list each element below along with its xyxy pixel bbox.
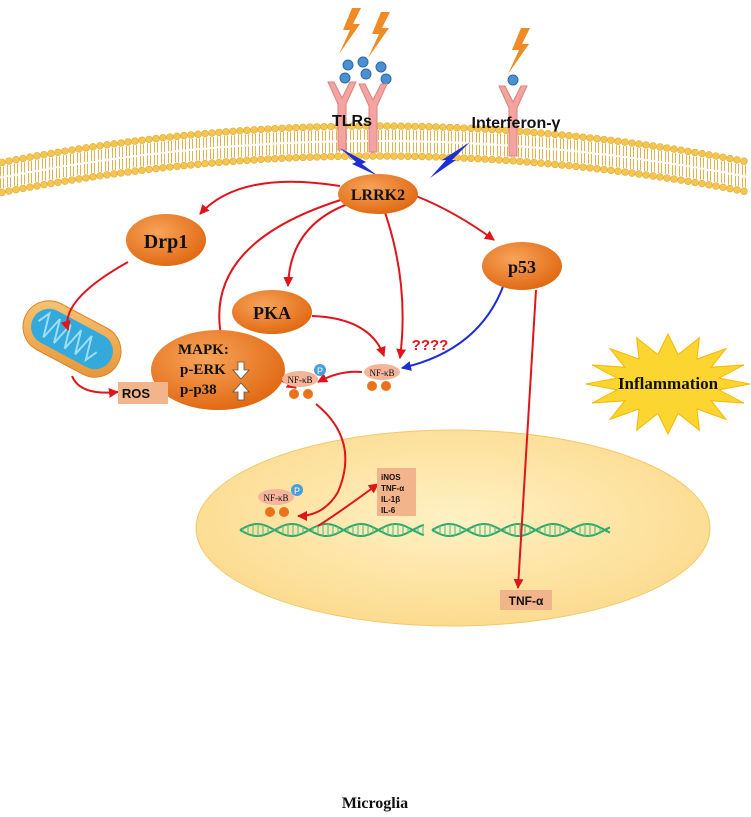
mapk-title: MAPK:: [178, 342, 229, 358]
lrrk2-label: LRRK2: [351, 187, 405, 204]
tlrs-label: TLRs: [332, 113, 372, 130]
ros-label: ROS: [122, 386, 151, 401]
tlr-receptor-icon: [327, 81, 388, 153]
mapk-erk-label: p-ERK: [180, 362, 226, 378]
p53-node: p53: [482, 242, 562, 290]
cell-label: Microglia: [342, 795, 408, 812]
cytokine-item: TNF-α: [381, 484, 404, 493]
mapk-node: MAPK: p-ERK p-p38: [151, 330, 285, 410]
lrrk2-node: LRRK2: [338, 174, 418, 214]
mapk-p38-label: p-p38: [180, 382, 217, 398]
pathway-arrows: [60, 180, 537, 589]
mitochondrion-icon: [22, 300, 122, 378]
p53-label: p53: [508, 257, 536, 277]
pka-label: PKA: [253, 303, 291, 323]
drp1-label: Drp1: [144, 231, 188, 253]
cytokine-item: iNOS: [381, 473, 401, 482]
nfkb-label: NF-κB: [287, 375, 312, 385]
interferon-receptor-icon: [498, 85, 528, 157]
nfkb-complex-middle: NF-κB: [364, 364, 400, 391]
nfkb-complex-phospho: NF-κB P: [282, 364, 326, 399]
phospho-label: P: [294, 486, 300, 496]
interferon-label: Interferon-γ: [472, 115, 561, 132]
tnf-alpha-box: TNF-α: [500, 590, 552, 610]
pka-node: PKA: [232, 290, 312, 334]
nfkb-complex-nuclear: NF-κB P: [258, 484, 303, 517]
tnf-alpha-label: TNF-α: [509, 594, 544, 608]
stimulus-bolt-icon: [339, 8, 530, 74]
cytokine-box: iNOS TNF-α IL-1β IL-6: [377, 468, 416, 516]
cell-membrane: [0, 122, 748, 197]
nucleus: [195, 429, 711, 627]
up-arrow-icon: [232, 382, 250, 401]
activation-bolt-icon: [340, 142, 470, 178]
phospho-label: P: [317, 366, 323, 376]
nfkb-label: NF-κB: [369, 368, 394, 378]
ros-box: ROS: [118, 382, 168, 404]
inflammation-label: Inflammation: [618, 374, 719, 393]
drp1-node: Drp1: [126, 214, 206, 266]
tlr-ligand-icon: [339, 56, 519, 86]
inflammation-starburst: Inflammation: [585, 332, 751, 436]
cytokine-item: IL-6: [381, 506, 396, 515]
unknown-mechanism-label: ????: [412, 337, 449, 354]
nfkb-label: NF-κB: [263, 493, 288, 503]
cytokine-item: IL-1β: [381, 495, 400, 504]
down-arrow-icon: [232, 361, 250, 380]
